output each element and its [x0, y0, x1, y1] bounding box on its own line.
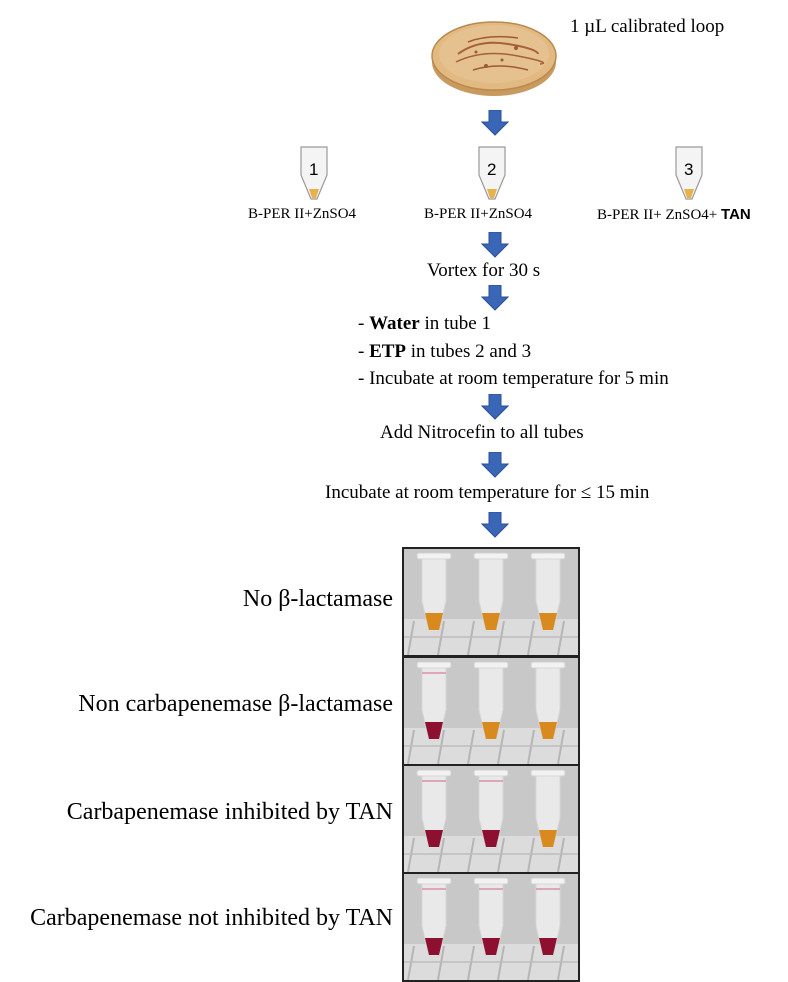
result-label-no-beta-lactamase: No β-lactamase: [242, 586, 393, 612]
tube-3-reagent-text: B-PER II+ ZnSO4+: [597, 207, 722, 223]
result-tube-orange: [473, 552, 509, 632]
down-arrow-icon: [481, 110, 509, 136]
result-photo-4: [402, 872, 580, 982]
result-tube-orange: [530, 661, 566, 741]
water-label: Water: [369, 313, 420, 334]
etp-rest: in tubes 2 and 3: [406, 341, 532, 362]
tube-1-reagent: B-PER II+ZnSO4: [248, 206, 357, 222]
result-tube-red: [473, 769, 509, 849]
dash: -: [358, 313, 370, 334]
tube-2-image: [478, 146, 506, 200]
tube-1-number: 1: [309, 160, 319, 179]
result-label-carbapenemase-inhibited: Carbapenemase inhibited by TAN: [66, 799, 393, 825]
step-add-nitrocefin: Add Nitrocefin to all tubes: [380, 422, 584, 443]
tube-3-image: [675, 146, 703, 200]
down-arrow-icon: [481, 394, 509, 420]
result-tube-red: [530, 877, 566, 957]
tube-3-number: 3: [684, 160, 694, 179]
etp-label: ETP: [369, 341, 407, 362]
petri-dish-image: [431, 21, 557, 96]
down-arrow-icon: [481, 452, 509, 478]
result-tube-orange: [530, 769, 566, 849]
result-tube-red: [416, 877, 452, 957]
step-incubate-5: - Incubate at room temperature for 5 min: [358, 368, 669, 389]
step-incubate-15: Incubate at room temperature for ≤ 15 mi…: [325, 482, 650, 503]
down-arrow-icon: [481, 512, 509, 538]
down-arrow-icon: [481, 232, 509, 258]
water-rest: in tube 1: [419, 313, 491, 334]
result-label-carbapenemase-not-inhibited: Carbapenemase not inhibited by TAN: [30, 905, 393, 931]
result-photo-3: [402, 764, 580, 874]
result-photo-1: [402, 547, 580, 657]
down-arrow-icon: [481, 285, 509, 311]
result-label-non-carbapenemase: Non carbapenemase β-lactamase: [78, 691, 393, 717]
result-tube-red: [473, 877, 509, 957]
tube-2-reagent: B-PER II+ZnSO4: [424, 206, 533, 222]
step-add-etp: - ETP in tubes 2 and 3: [358, 341, 531, 363]
step-vortex: Vortex for 30 s: [427, 260, 541, 281]
plate-label: 1 µL calibrated loop: [570, 16, 725, 37]
result-tube-orange: [473, 661, 509, 741]
tube-3-reagent: B-PER II+ ZnSO4+ TAN: [597, 206, 751, 224]
dash: -: [358, 341, 370, 362]
result-tube-red: [416, 661, 452, 741]
result-tube-red: [416, 769, 452, 849]
result-tube-orange: [416, 552, 452, 632]
step-add-water: - Water in tube 1: [358, 313, 491, 335]
tube-1-image: [300, 146, 328, 200]
result-tube-orange: [530, 552, 566, 632]
tube-2-number: 2: [487, 160, 497, 179]
tube-3-reagent-inhibitor: TAN: [721, 206, 751, 223]
result-photo-2: [402, 656, 580, 766]
